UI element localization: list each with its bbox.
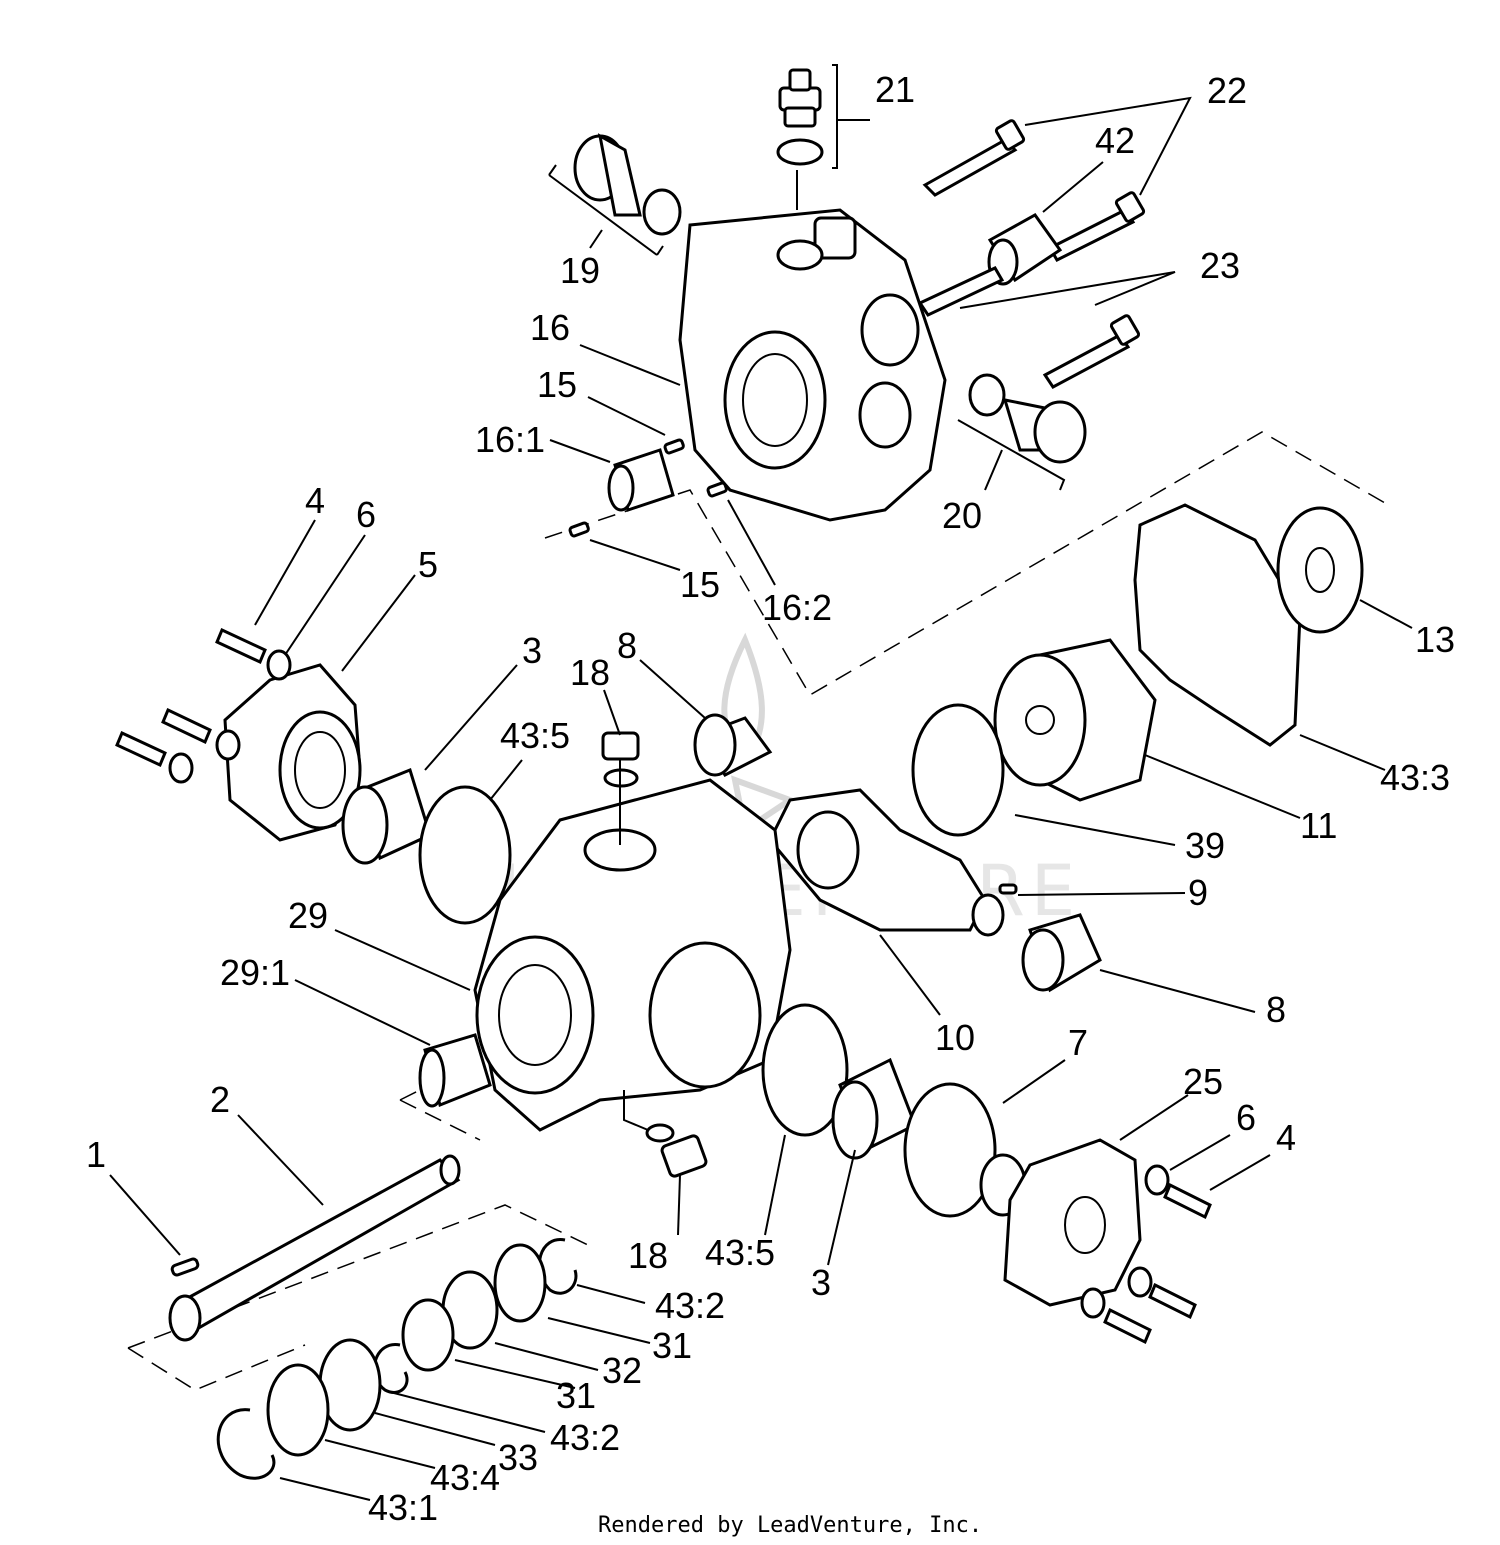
callout-33: 33 bbox=[498, 1437, 538, 1478]
callout-4-left: 4 bbox=[305, 480, 325, 521]
callout-16-2: 16:2 bbox=[762, 587, 832, 628]
callout-23: 23 bbox=[1200, 245, 1240, 286]
part-8-bearing-upper bbox=[693, 713, 773, 777]
part-22-bolts bbox=[922, 119, 1146, 262]
callout-18-lower: 18 bbox=[628, 1235, 668, 1276]
callout-32: 32 bbox=[602, 1350, 642, 1391]
callout-21: 21 bbox=[875, 69, 915, 110]
callout-29: 29 bbox=[288, 895, 328, 936]
callout-1: 1 bbox=[86, 1134, 106, 1175]
part-20-valve bbox=[968, 373, 1087, 464]
callout-43-2-lower: 43:2 bbox=[550, 1417, 620, 1458]
callout-15-lower: 15 bbox=[680, 564, 720, 605]
part-13-valve-plate bbox=[1276, 506, 1364, 634]
callout-6-right: 6 bbox=[1236, 1097, 1256, 1138]
callout-25: 25 bbox=[1183, 1061, 1223, 1102]
part-29-main-housing bbox=[473, 778, 792, 1132]
callout-9: 9 bbox=[1188, 872, 1208, 913]
credit-text: Rendered by LeadVenture, Inc. bbox=[598, 1513, 982, 1538]
callout-29-1: 29:1 bbox=[220, 952, 290, 993]
part-43-3-gasket bbox=[1133, 503, 1302, 747]
part-29-1-bearing bbox=[418, 1033, 492, 1108]
callout-18-upper: 18 bbox=[570, 652, 610, 693]
callout-16-1: 16:1 bbox=[475, 419, 545, 460]
part-4-bolts-left bbox=[115, 627, 267, 768]
callout-3-upper: 3 bbox=[522, 630, 542, 671]
callout-4-right: 4 bbox=[1276, 1117, 1296, 1158]
part-2-shaft bbox=[168, 1154, 461, 1342]
callout-5: 5 bbox=[418, 544, 438, 585]
callout-20: 20 bbox=[942, 495, 982, 536]
part-7-oring bbox=[903, 1082, 997, 1218]
leader-lines bbox=[109, 64, 1413, 1501]
callout-11: 11 bbox=[1300, 805, 1337, 846]
callout-6-left: 6 bbox=[356, 494, 376, 535]
callout-3-lower: 3 bbox=[811, 1262, 831, 1303]
callout-43-5-lower: 43:5 bbox=[705, 1232, 775, 1273]
callout-31-lower: 31 bbox=[556, 1375, 596, 1416]
part-6-washers-right bbox=[1080, 1164, 1170, 1319]
part-19-valve bbox=[573, 133, 682, 236]
callout-15-upper: 15 bbox=[537, 364, 577, 405]
part-16-housing bbox=[678, 208, 947, 522]
callout-10: 10 bbox=[935, 1017, 975, 1058]
callout-43-2-upper: 43:2 bbox=[655, 1285, 725, 1326]
part-11-cylinder-block bbox=[993, 638, 1157, 802]
part-4-bolts-right bbox=[1103, 1182, 1212, 1345]
callout-13: 13 bbox=[1415, 619, 1455, 660]
callout-43-5-upper: 43:5 bbox=[500, 715, 570, 756]
callout-8-lower: 8 bbox=[1266, 989, 1286, 1030]
callout-43-4: 43:4 bbox=[430, 1457, 500, 1498]
callout-31-upper: 31 bbox=[652, 1325, 692, 1366]
callout-39: 39 bbox=[1185, 825, 1225, 866]
callout-43-3: 43:3 bbox=[1380, 757, 1450, 798]
part-18-plug-lower bbox=[645, 1123, 708, 1178]
part-3-race-upper bbox=[341, 768, 432, 865]
callout-22: 22 bbox=[1207, 70, 1247, 111]
callout-16: 16 bbox=[530, 307, 570, 348]
part-21-fitting bbox=[776, 68, 824, 166]
callout-7: 7 bbox=[1068, 1022, 1088, 1063]
part-16-1-bearing bbox=[607, 448, 675, 512]
part-43-5-oring-upper bbox=[418, 785, 512, 925]
callout-labels: 21 22 42 23 19 16 15 16:1 20 15 16:2 4 6… bbox=[86, 69, 1455, 1528]
callout-2: 2 bbox=[210, 1079, 230, 1120]
part-1-key bbox=[170, 1257, 200, 1277]
callout-43-1: 43:1 bbox=[368, 1487, 438, 1528]
part-seal-stack bbox=[216, 1238, 578, 1480]
part-15-pins bbox=[568, 438, 728, 538]
part-6-washers-left bbox=[168, 649, 292, 784]
callout-8-upper: 8 bbox=[617, 625, 637, 666]
part-23-bolts bbox=[917, 266, 1141, 389]
callout-19: 19 bbox=[560, 250, 600, 291]
part-5-flange-cover bbox=[223, 663, 362, 842]
part-39-thrust-plate bbox=[911, 703, 1005, 837]
part-8-bearing-lower bbox=[1021, 913, 1102, 993]
callout-42: 42 bbox=[1095, 120, 1135, 161]
part-9-key bbox=[998, 883, 1018, 895]
part-25-cover bbox=[979, 1138, 1142, 1307]
part-43-5-oring-lower bbox=[761, 1003, 849, 1137]
part-10-swashplate bbox=[768, 788, 1005, 937]
